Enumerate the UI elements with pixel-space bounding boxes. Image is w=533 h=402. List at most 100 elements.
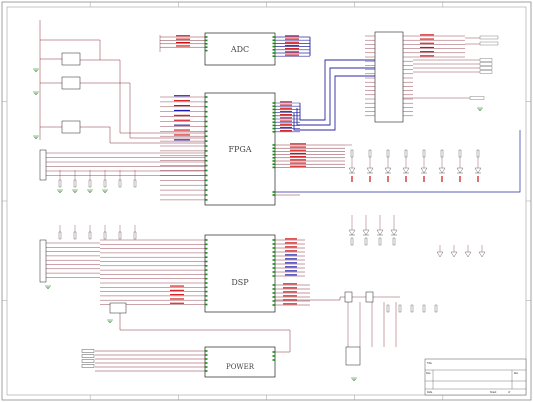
port-label [479,70,493,74]
block-pin [205,299,208,301]
led-diode [420,167,428,174]
block-pin [272,243,275,245]
led-net-mark [441,176,443,182]
block-pin [205,169,208,172]
fpga-input-label [174,139,190,141]
block-pin [205,303,208,306]
block-pin [272,351,275,353]
fpga-input-label [174,100,190,102]
block-pin [205,179,208,182]
regulator-output-wire [80,82,205,139]
power-port-label [81,354,95,358]
block-pin [205,290,208,293]
ic-output-label [420,55,434,57]
block-pin [272,102,275,104]
led-resistor [458,149,462,158]
block-pin [272,355,275,357]
led-diode [348,229,356,236]
dsp-output-label [283,303,297,305]
block-pin [272,118,275,120]
dip-switch-body [345,346,361,366]
block-pin [272,304,275,306]
power-block-body [204,346,276,378]
regulator-ic-2[interactable] [61,76,81,90]
block-pin [205,110,208,113]
block-pin [205,269,208,271]
block-pin [272,275,275,277]
block-pin [205,260,208,263]
block-pin [205,247,208,250]
block-pins [205,36,275,372]
pullup-resistor [118,179,122,188]
block-pin [272,45,275,48]
fpga-output-label [280,110,292,112]
block-pin [205,155,208,157]
block-pin [205,140,208,142]
ic-output-label [420,38,434,40]
fpga-ic-bus [293,75,375,131]
block-pin [272,55,275,57]
adc-block-title: ADC [230,45,249,54]
adc-block[interactable]: ADC [204,32,276,66]
dsp-block[interactable]: DSP [204,234,276,313]
header-p1[interactable] [344,291,353,303]
pullup-resistor [58,179,62,188]
fpga-output-label [280,130,292,132]
fpga-output-label [280,104,292,106]
led-resistor [368,149,372,158]
block-pin [205,239,208,241]
block-pin [272,150,275,153]
port-label [469,96,485,100]
block-pin [205,164,208,167]
block-pin [205,120,208,123]
adc-output-label [285,48,299,50]
dsp-output-label [285,238,297,240]
led-net-mark [459,176,461,182]
header-p2[interactable] [365,291,374,303]
power-block[interactable]: POWER [204,346,276,378]
block-pin [272,108,275,111]
fpga-led-label [290,149,306,151]
block-pin [272,284,275,286]
fpga-input-label [174,114,190,116]
block-pin [272,166,275,169]
connector-j2[interactable] [39,239,47,283]
regulator-ic-1[interactable] [61,52,81,66]
block-pin [205,273,208,276]
block-pin [205,184,208,186]
adc-output-label [285,44,299,46]
led-net-mark [369,176,371,182]
pullup-resistor [103,231,107,240]
ground-symbols [33,68,483,381]
port-label [479,41,499,46]
fpga-block[interactable]: FPGA [204,92,276,206]
block-pin [205,256,208,258]
led-resistor [440,149,444,158]
dip-switch[interactable] [345,346,361,366]
fpga-input-label [174,134,190,136]
adc-block-body [204,32,276,66]
pullup-resistor [133,179,137,188]
led-diode [376,229,384,236]
dip-pullup-resistor [434,304,438,313]
dsp-output-label [283,283,297,285]
led-net-mark [351,176,353,182]
pullup-resistor [118,231,122,240]
power-rail-wire [119,313,291,352]
block-pin [272,300,275,302]
dsp-output-label [285,246,297,248]
dsp-output-label [285,274,297,276]
led-resistor [476,149,480,158]
dip-pullup-resistor [410,304,414,313]
port-label [479,35,499,40]
reset-ic[interactable] [109,302,127,314]
bus-transceiver-ic[interactable] [365,31,413,123]
block-pin [205,277,208,280]
pullup-resistor [103,179,107,188]
adc-input-label [176,42,190,44]
connector-j1[interactable] [39,149,47,181]
block-pin [205,194,208,196]
regulator-ic-3[interactable] [61,120,81,134]
title-block: Title Size Rev Date Sheet of [424,358,527,396]
